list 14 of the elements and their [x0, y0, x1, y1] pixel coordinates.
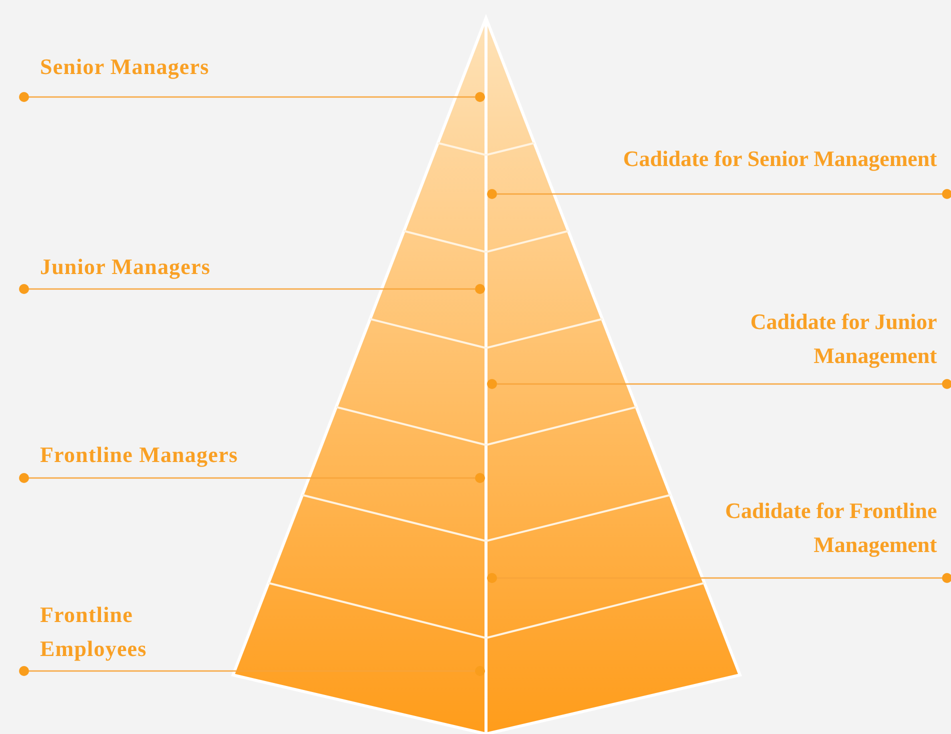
level-label: Junior Managers	[24, 250, 264, 289]
leader-line	[19, 284, 475, 294]
level-label: Senior Managers	[24, 50, 284, 97]
leader-line	[19, 92, 475, 102]
level-label: Cadidate for Junior Management	[702, 305, 947, 384]
leader-line	[19, 473, 475, 483]
leader-line	[19, 666, 475, 676]
level-label: Frontline Employees	[24, 598, 214, 671]
leader-line	[497, 573, 951, 583]
leader-line	[497, 189, 951, 199]
level-label: Frontline Managers	[24, 438, 304, 478]
level-label: Cadidate for Frontline Management	[679, 494, 947, 578]
leader-line	[497, 379, 951, 389]
level-label: Cadidate for Senior Management	[547, 142, 947, 194]
